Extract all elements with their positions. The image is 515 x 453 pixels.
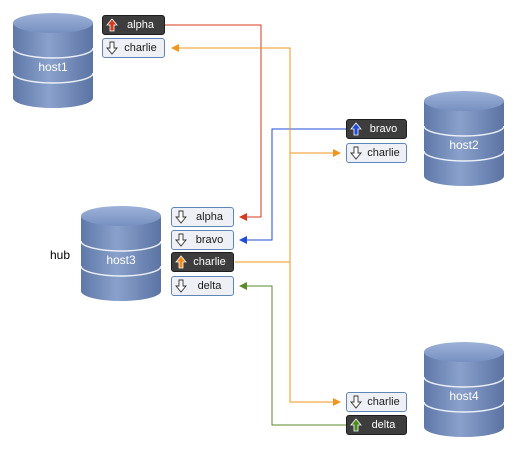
port-label: charlie [193, 256, 226, 268]
connection-bravo [239, 128, 346, 244]
host2-label: host2 [449, 138, 479, 152]
port-label: charlie [367, 396, 400, 408]
port-label: charlie [124, 42, 157, 54]
port-label: delta [197, 280, 222, 292]
host1-port-charlie[interactable]: charlie [102, 38, 165, 58]
port-label: bravo [369, 123, 398, 135]
port-label: delta [371, 419, 396, 431]
connections [165, 24, 346, 426]
host4-port-charlie[interactable]: charlie [346, 392, 407, 412]
connection-alpha [165, 24, 262, 221]
down-arrow-icon [172, 231, 190, 249]
host2-database-icon[interactable]: host2 [423, 91, 505, 186]
host3-port-charlie[interactable]: charlie [171, 252, 234, 272]
hub-label: hub [50, 248, 71, 262]
host3-label: host3 [106, 253, 136, 267]
up-arrow-icon [103, 16, 121, 34]
up-arrow-icon [347, 416, 365, 434]
up-arrow-icon [172, 253, 190, 271]
down-arrow-icon [172, 277, 190, 295]
host2-port-bravo[interactable]: bravo [346, 119, 407, 139]
port-label: alpha [196, 211, 223, 223]
down-arrow-icon [103, 39, 121, 57]
up-arrow-icon [347, 120, 365, 138]
down-arrow-icon [172, 208, 190, 226]
port-label: charlie [367, 147, 400, 159]
host1-port-alpha[interactable]: alpha [102, 15, 165, 35]
connection-charlie-host1 [171, 44, 291, 263]
host4-database-icon[interactable]: host4 [423, 342, 505, 437]
connection-delta [239, 282, 346, 426]
host1-label: host1 [38, 60, 68, 74]
host4-port-delta[interactable]: delta [346, 415, 407, 435]
down-arrow-icon [347, 393, 365, 411]
host4-label: host4 [449, 389, 479, 403]
host2-port-charlie[interactable]: charlie [346, 143, 407, 163]
connection-charlie-host4 [289, 262, 341, 406]
host1-database-icon[interactable]: host1 [12, 13, 94, 108]
port-label: bravo [195, 234, 224, 246]
down-arrow-icon [347, 144, 365, 162]
host3-database-icon[interactable]: host3 [80, 206, 162, 301]
port-label: alpha [127, 19, 154, 31]
host3-port-bravo[interactable]: bravo [171, 230, 234, 250]
host3-port-alpha[interactable]: alpha [171, 207, 234, 227]
host3-port-delta[interactable]: delta [171, 276, 234, 296]
